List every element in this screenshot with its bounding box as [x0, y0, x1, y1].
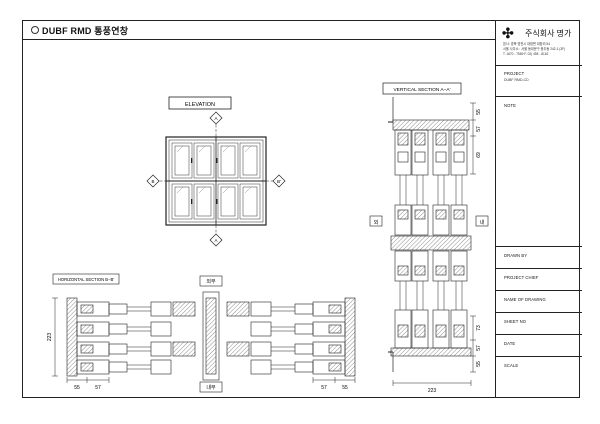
drawn-by-cell: DRAWN BY [496, 247, 582, 269]
drawn-by-label: DRAWN BY [504, 253, 528, 258]
scale-cell: SCALE [496, 357, 582, 397]
hs-dim-55-right: 55 [342, 385, 348, 391]
svg-text:B: B [151, 179, 154, 184]
title-bullet-icon [31, 26, 39, 34]
vs-dim-width: 223 [428, 388, 437, 394]
vertical-section-view: VERTICAL SECTION A−A' [369, 82, 489, 394]
project-value: DUBF RMD-CD [504, 78, 529, 82]
drawing-area: ELEVATION [47, 82, 489, 394]
company-address-line-2: 서울 사무소 : 서울 동대문구 용두동 242-1 (3F) [503, 47, 566, 51]
elevation-title: ELEVATION [185, 102, 215, 108]
sheet-no-cell: SHEET NO [496, 313, 582, 335]
project-label: PROJECT [504, 71, 525, 76]
drawing-sheet: DUBF RMD 통풍연창 ELEVATION [22, 20, 582, 398]
hs-outside-label-box [199, 275, 223, 287]
name-of-drawing-cell: NAME OF DRAWING [496, 291, 582, 313]
elevation-title-box [168, 96, 232, 110]
hs-dim-57-left: 57 [95, 385, 101, 391]
hs-outside-label: 외부 [206, 278, 216, 285]
project-cell: PROJECT DUBF RMD-CD [496, 65, 582, 97]
hs-dim-57-right: 57 [321, 385, 327, 391]
vs-dim-73-bottom: 73 [476, 325, 482, 331]
vs-outside-label: 외 [374, 219, 379, 226]
vs-dim-57-bottom: 57 [476, 345, 482, 351]
svg-text:A: A [214, 116, 217, 121]
vs-outside-label-box [369, 215, 383, 227]
vs-dim-69-top: 69 [476, 152, 482, 158]
horizontal-section-title: HORIZONTAL SECTION B−B' [58, 277, 114, 282]
elevation-view: ELEVATION [146, 96, 286, 247]
hs-dim-height: 223 [47, 333, 53, 342]
vs-dim-55-top: 55 [476, 109, 482, 115]
date-cell: DATE [496, 335, 582, 357]
hs-inside-label-box [199, 381, 223, 393]
page-title: DUBF RMD 통풍연창 [42, 26, 129, 36]
horizontal-section-view: HORIZONTAL SECTION B−B' 외부 내부 [47, 273, 356, 393]
title-block: ✣ 주식회사 명가 본사: 경북 영천시 대창면 대창리 54 서울 사무소 :… [495, 21, 582, 397]
vertical-section-title: VERTICAL SECTION A−A' [393, 87, 450, 93]
svg-text:A: A [214, 238, 217, 243]
section-marker-a: A [209, 111, 223, 125]
company-phone-line: T. 1670 - 7569 F. 02) 455 - 8162 [503, 52, 549, 56]
company-name: 주식회사 명가 [525, 29, 572, 38]
date-label: DATE [504, 341, 516, 346]
company-logo-icon: ✣ [502, 26, 514, 42]
project-chief-cell: PROJECT CHIEF [496, 269, 582, 291]
vs-inside-label: 내 [480, 219, 485, 226]
company-logo-block: ✣ 주식회사 명가 본사: 경북 영천시 대창면 대창리 54 서울 사무소 :… [496, 21, 582, 66]
hs-dim-55-left: 55 [74, 385, 80, 391]
section-marker-a-prime: A [209, 233, 223, 247]
company-address-line-1: 본사: 경북 영천시 대창면 대창리 54 [503, 42, 550, 46]
note-cell: NOTE [496, 97, 582, 247]
section-marker-b-prime: B' [272, 174, 286, 188]
svg-text:B': B' [277, 179, 281, 184]
vs-inside-label-box [475, 215, 489, 227]
vs-dim-57-top: 57 [476, 126, 482, 132]
sheet-no-label: SHEET NO [504, 319, 527, 324]
title-bar: DUBF RMD 통풍연창 [23, 21, 495, 40]
vs-dim-55-bottom: 55 [476, 361, 482, 367]
section-marker-b: B [146, 174, 160, 188]
name-of-drawing-label: NAME OF DRAWING [504, 297, 546, 302]
hs-inside-label: 내부 [206, 384, 216, 391]
note-label: NOTE [504, 103, 517, 108]
scale-label: SCALE [504, 363, 519, 368]
horizontal-section-title-box [52, 273, 120, 285]
vertical-section-title-box [382, 82, 462, 95]
project-chief-label: PROJECT CHIEF [504, 275, 539, 280]
